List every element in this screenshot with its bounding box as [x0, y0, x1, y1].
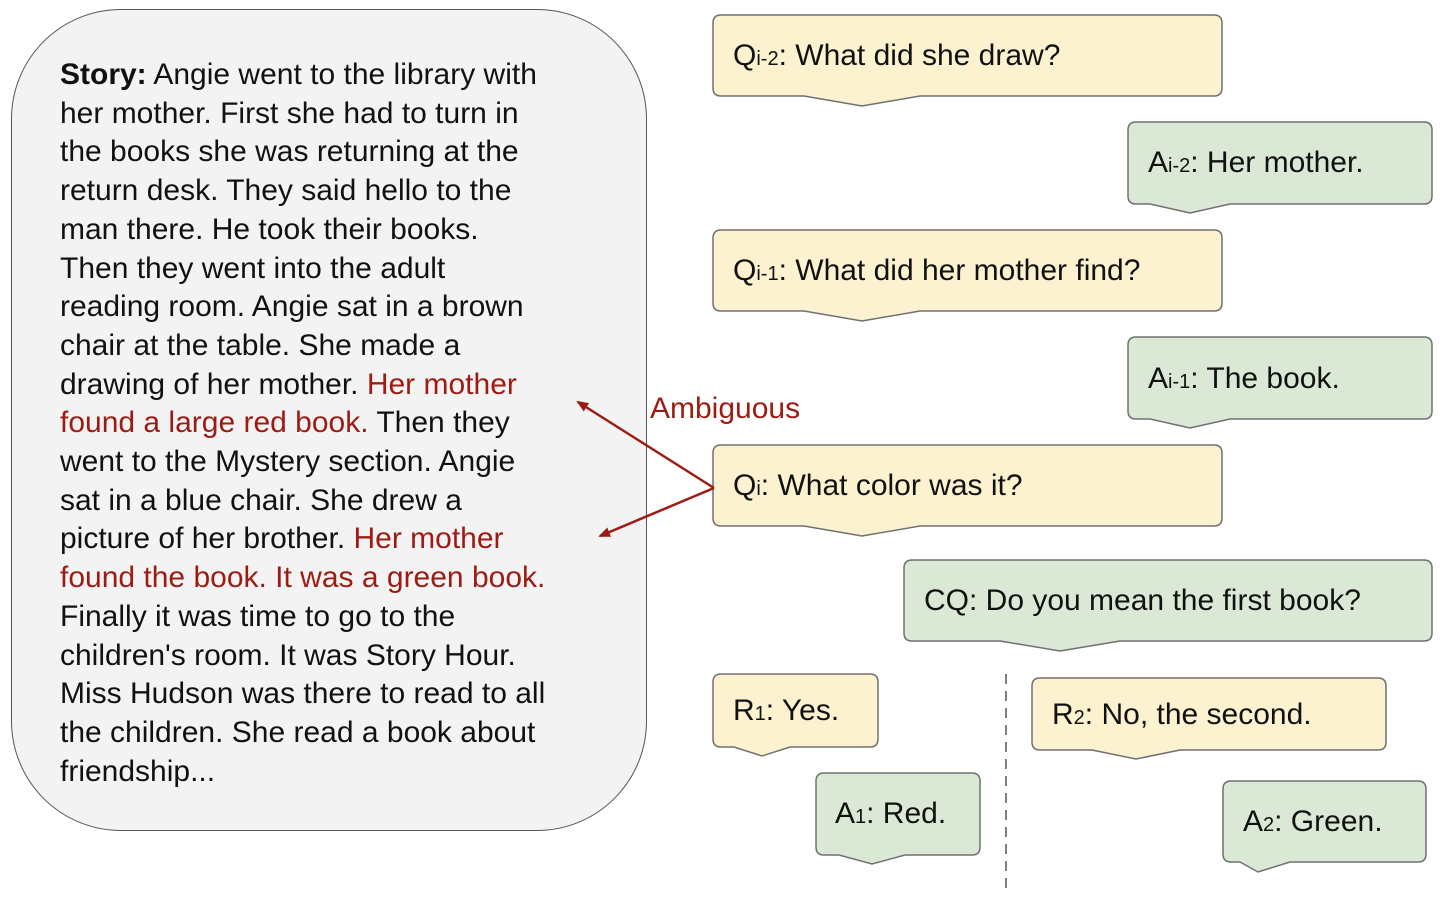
- arrow-to-first-book: [576, 400, 715, 490]
- bubble-a1: [815, 772, 981, 865]
- answer-2: A2: Green.: [1243, 805, 1383, 842]
- speaker-letter: Q: [733, 254, 757, 287]
- story-line: sat in a blue chair. She drew a: [60, 483, 462, 517]
- arrow-to-second-book: [598, 486, 715, 538]
- bubble-r2: [1031, 677, 1387, 760]
- utterance-text: : What did she draw?: [778, 39, 1061, 72]
- turn-subscript: i-2: [1168, 155, 1191, 177]
- speaker-letter: A: [1243, 805, 1264, 838]
- highlight-first-book-cont: found a large red book.: [60, 406, 369, 440]
- bubble-a-i-2: [1127, 121, 1433, 214]
- story-line: Finally it was time to go to the: [60, 599, 456, 633]
- turn-subscript: 1: [754, 703, 766, 725]
- response-1: R1: Yes.: [733, 694, 839, 731]
- turn-subscript: i: [756, 478, 761, 500]
- story-line: return desk. They said hello to the: [60, 174, 512, 208]
- story-line: children's room. It was Story Hour.: [60, 638, 516, 672]
- turn-subscript: i-2: [756, 48, 779, 70]
- story-text: Story: Angie went to the library with he…: [60, 56, 620, 791]
- story-label: Story:: [60, 58, 147, 91]
- bubble-q-i-2: [712, 14, 1223, 107]
- story-line: her mother. First she had to turn in: [60, 96, 519, 130]
- speaker-letter: Q: [733, 469, 757, 502]
- turn-subscript: i-1: [756, 263, 779, 285]
- turn-subscript: 2: [1263, 814, 1275, 836]
- story-line: Miss Hudson was there to read to all: [60, 677, 546, 711]
- speaker-letter: A: [1148, 362, 1169, 395]
- response-2: R2: No, the second.: [1052, 698, 1312, 735]
- highlight-second-book-cont: found the book. It was a green book.: [60, 561, 546, 595]
- question-i-2: Qi-2: What did she draw?: [733, 39, 1060, 76]
- utterance-text: : Green.: [1274, 805, 1383, 838]
- highlight-second-book: Her mother: [353, 522, 504, 556]
- story-line: Angie went to the library with: [146, 58, 537, 91]
- utterance-text: : No, the second.: [1084, 698, 1312, 731]
- question-i: Qi: What color was it?: [733, 469, 1023, 506]
- utterance-text: CQ: Do you mean the first book?: [924, 584, 1361, 617]
- story-line: friendship...: [60, 754, 216, 788]
- speaker-letter: Q: [733, 39, 757, 72]
- turn-subscript: i-1: [1168, 371, 1191, 393]
- story-line: the books she was returning at the: [60, 135, 519, 169]
- bubble-cq: [903, 559, 1433, 652]
- bubble-a-i-1: [1127, 336, 1433, 429]
- speaker-letter: A: [1148, 146, 1169, 179]
- clarifying-question: CQ: Do you mean the first book?: [924, 584, 1361, 618]
- utterance-text: : Her mother.: [1190, 146, 1364, 179]
- story-line: chair at the table. She made a: [60, 328, 461, 362]
- utterance-text: : Yes.: [765, 694, 840, 727]
- bubble-r1: [712, 673, 879, 757]
- story-line: reading room. Angie sat in a brown: [60, 290, 524, 324]
- story-line: man there. He took their books.: [60, 212, 479, 246]
- answer-i-2: Ai-2: Her mother.: [1148, 146, 1364, 183]
- story-line: Then they: [368, 406, 510, 440]
- ambiguous-label: Ambiguous: [650, 392, 801, 425]
- bubble-q-i-1: [712, 229, 1223, 322]
- utterance-text: : What did her mother find?: [778, 254, 1141, 287]
- utterance-text: : What color was it?: [760, 469, 1023, 502]
- turn-subscript: 1: [855, 806, 867, 828]
- highlight-first-book: Her mother: [366, 367, 517, 401]
- story-panel: [11, 9, 647, 831]
- question-i-1: Qi-1: What did her mother find?: [733, 254, 1140, 291]
- bubble-q-i: [712, 444, 1223, 537]
- turn-subscript: 2: [1073, 707, 1085, 729]
- utterance-text: : The book.: [1190, 362, 1340, 395]
- bubble-a2: [1222, 780, 1427, 873]
- answer-1: A1: Red.: [835, 797, 946, 834]
- speaker-letter: R: [733, 694, 755, 727]
- speaker-letter: A: [835, 797, 856, 830]
- story-line: drawing of her mother.: [60, 367, 367, 401]
- story-line: went to the Mystery section. Angie: [60, 445, 516, 479]
- utterance-text: : Red.: [866, 797, 947, 830]
- answer-i-1: Ai-1: The book.: [1148, 362, 1340, 399]
- story-line: Then they went into the adult: [60, 251, 446, 285]
- speaker-letter: R: [1052, 698, 1074, 731]
- story-line: the children. She read a book about: [60, 715, 536, 749]
- story-line: picture of her brother.: [60, 522, 354, 556]
